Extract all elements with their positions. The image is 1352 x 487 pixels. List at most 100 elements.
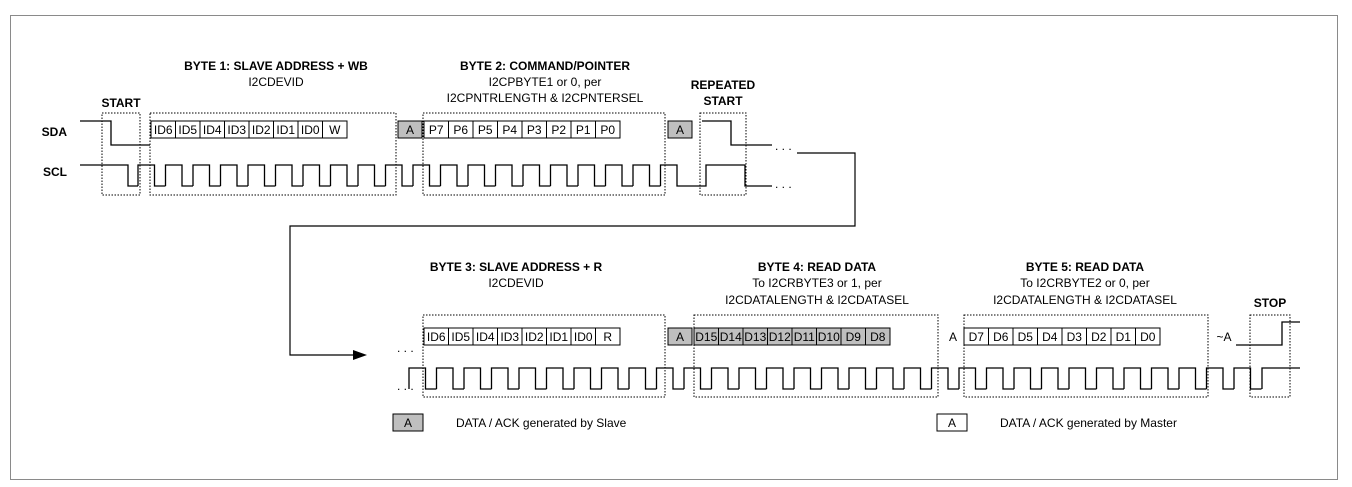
b2-bit-label: P2	[551, 123, 566, 137]
byte5-group-box	[963, 314, 1209, 398]
byte2-sub1: I2CPBYTE1 or 0, per	[489, 75, 602, 89]
sda-continuation-1: . . .	[775, 139, 792, 153]
byte1-group-box	[149, 112, 397, 196]
byte4-sub1: To I2CRBYTE3 or 1, per	[752, 276, 881, 290]
scl-stop-segment	[1261, 367, 1300, 389]
byte2-sub2: I2CPNTRLENGTH & I2CPNTERSEL	[447, 91, 644, 105]
legend-slave-swatch	[392, 413, 424, 432]
b4-bit-cell	[865, 327, 891, 346]
byte3-title: BYTE 3: SLAVE ADDRESS + R	[430, 260, 603, 274]
start-label: START	[101, 96, 141, 110]
legend-master-swatch	[936, 413, 968, 432]
sda-stop-segment	[1236, 321, 1300, 346]
b3-bit-label: ID3	[500, 330, 519, 344]
legend-slave-text: DATA / ACK generated by Slave	[456, 416, 627, 430]
b3-bit-label: ID1	[549, 330, 568, 344]
stop-label: STOP	[1254, 296, 1286, 310]
b4-bit-label: D12	[769, 330, 791, 344]
byte4-sub2: I2CDATALENGTH & I2CDATASEL	[725, 293, 909, 307]
scl-continuation-1: . . .	[775, 177, 792, 191]
scl-repeated-segment	[688, 164, 772, 187]
b5-bit-label: D0	[1140, 330, 1156, 344]
b1-bit-label: W	[329, 123, 341, 137]
b3-bit-label: ID0	[574, 330, 593, 344]
b4-ack-cell	[941, 328, 965, 345]
b4-bit-label: D11	[794, 330, 815, 344]
b3-bit-cell	[595, 327, 621, 346]
diagram-frame	[10, 15, 1338, 480]
b5-bit-label: D5	[1018, 330, 1034, 344]
b3-ack-cell-label: A	[676, 330, 684, 344]
b1-bit-label: ID5	[178, 123, 197, 137]
legend-master-key: A	[948, 416, 956, 430]
b5-bit-label: D6	[993, 330, 1009, 344]
b3-ack-cell	[667, 327, 693, 346]
b4-bit-label: D13	[744, 330, 766, 344]
b5-bit-label: D4	[1042, 330, 1058, 344]
b5-bit-label: D1	[1116, 330, 1132, 344]
b4-bit-label: D9	[846, 330, 862, 344]
byte1-sub: I2CDEVID	[248, 75, 304, 89]
b2-bit-label: P6	[453, 123, 468, 137]
b1-bit-label: ID4	[203, 123, 222, 137]
b1-bit-cell	[322, 120, 348, 139]
repeated-start-label-2: START	[703, 94, 743, 108]
sda-waveform-row1	[80, 120, 772, 146]
repeated-start-box	[699, 112, 747, 196]
b2-ack-cell-label: A	[676, 123, 684, 137]
byte2-title: BYTE 2: COMMAND/POINTER	[460, 59, 630, 73]
byte5-sub1: To I2CRBYTE2 or 0, per	[1020, 276, 1149, 290]
byte2-group-box	[422, 112, 666, 196]
start-condition-box	[101, 112, 141, 196]
b2-bit-label: P1	[576, 123, 591, 137]
scl-clock-row1	[137, 164, 688, 187]
b3-bit-label: R	[603, 330, 612, 344]
b1-bit-label: ID1	[276, 123, 295, 137]
b1-bit-label: ID0	[301, 123, 320, 137]
b3-bit-label: ID4	[476, 330, 495, 344]
continuation-connector	[289, 152, 856, 356]
b4-bit-label: D15	[695, 330, 717, 344]
b3-bit-label: ID2	[525, 330, 544, 344]
stop-condition-box	[1249, 314, 1291, 398]
scl-start-segment	[80, 164, 138, 187]
b2-bit-label: P4	[502, 123, 517, 137]
sda-continuation-2: . . .	[397, 341, 414, 355]
b2-bit-label: P5	[478, 123, 493, 137]
b3-bit-label: ID6	[427, 330, 446, 344]
b4-bit-label: D14	[720, 330, 742, 344]
scl-clock-row2	[408, 367, 1262, 390]
b5-bit-label: D3	[1067, 330, 1083, 344]
b1-ack-cell	[397, 120, 423, 139]
b2-bit-cell	[595, 120, 621, 139]
b2-bit-label: P3	[527, 123, 542, 137]
byte1-title: BYTE 1: SLAVE ADDRESS + WB	[184, 59, 368, 73]
byte4-title: BYTE 4: READ DATA	[758, 260, 877, 274]
continuation-arrowhead	[353, 350, 367, 360]
b1-bit-label: ID3	[227, 123, 246, 137]
b2-bit-label: P7	[429, 123, 444, 137]
scl-label: SCL	[43, 165, 67, 179]
b4-bit-label: D8	[870, 330, 886, 344]
legend-master-text: DATA / ACK generated by Master	[1000, 416, 1177, 430]
b5-ack-cell	[1212, 328, 1236, 345]
b4-bit-label: D10	[818, 330, 840, 344]
b5-ack-cell-label: ~A	[1216, 330, 1231, 344]
byte4-group-box	[693, 314, 939, 398]
b4-ack-cell-label: A	[949, 330, 957, 344]
repeated-start-label-1: REPEATED	[691, 78, 756, 92]
b1-bit-label: ID6	[154, 123, 173, 137]
b5-bit-label: D7	[969, 330, 985, 344]
b5-bit-label: D2	[1091, 330, 1107, 344]
b2-bit-label: P0	[600, 123, 615, 137]
b3-bit-label: ID5	[451, 330, 470, 344]
byte3-sub: I2CDEVID	[488, 276, 544, 290]
b1-ack-cell-label: A	[406, 123, 414, 137]
byte5-sub2: I2CDATALENGTH & I2CDATASEL	[993, 293, 1177, 307]
byte3-group-box	[422, 314, 666, 398]
b2-ack-cell	[667, 120, 693, 139]
b1-bit-label: ID2	[252, 123, 271, 137]
byte5-title: BYTE 5: READ DATA	[1026, 260, 1145, 274]
scl-continuation-2: . . .	[397, 379, 414, 393]
